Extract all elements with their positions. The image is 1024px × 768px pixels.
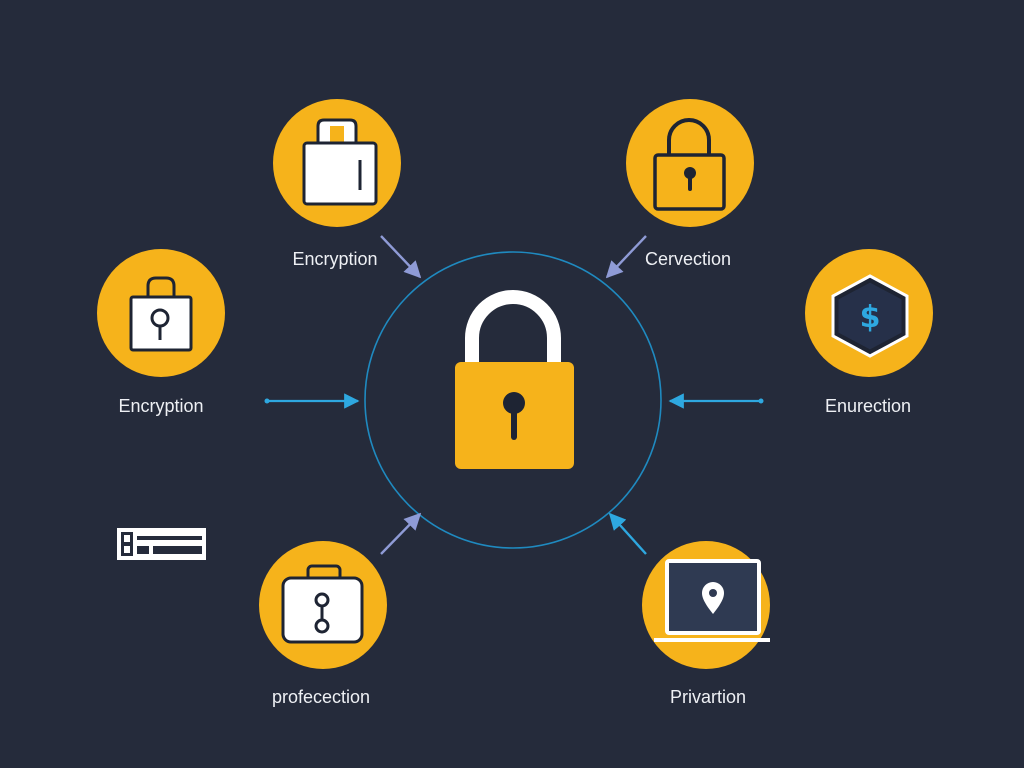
- arrow-top-left: [380, 235, 422, 279]
- node-label-bottom-right: Privartion: [669, 687, 747, 707]
- center-ring: [364, 251, 662, 549]
- arrow-middle-left-tail: [264, 398, 270, 404]
- node-label-top-right: Cervection: [644, 249, 732, 269]
- center-padlock-icon: [455, 290, 574, 469]
- padlock-icon: [653, 118, 726, 211]
- node-label-middle-left: Encryption: [118, 396, 204, 416]
- laptop-location-icon: [654, 559, 770, 642]
- id-card-icon: [117, 528, 206, 560]
- svg-text:$: $: [860, 300, 881, 335]
- node-label-middle-right: Enurection: [824, 396, 912, 416]
- node-label-top-left: Encryption: [292, 249, 378, 269]
- node-label-bottom-left: profecection: [271, 687, 371, 707]
- dollar-shield-icon: $: [831, 274, 909, 358]
- arrow-bottom-left: [380, 512, 422, 555]
- briefcase-key-icon: [281, 564, 364, 644]
- connector-arrows: [264, 235, 764, 555]
- keyhole-bag-icon: [129, 276, 193, 352]
- arrow-top-right: [605, 235, 647, 279]
- arrow-middle-right-tail: [758, 398, 764, 404]
- shopping-bag-lock-icon: [302, 118, 378, 206]
- arrow-bottom-right: [608, 512, 647, 555]
